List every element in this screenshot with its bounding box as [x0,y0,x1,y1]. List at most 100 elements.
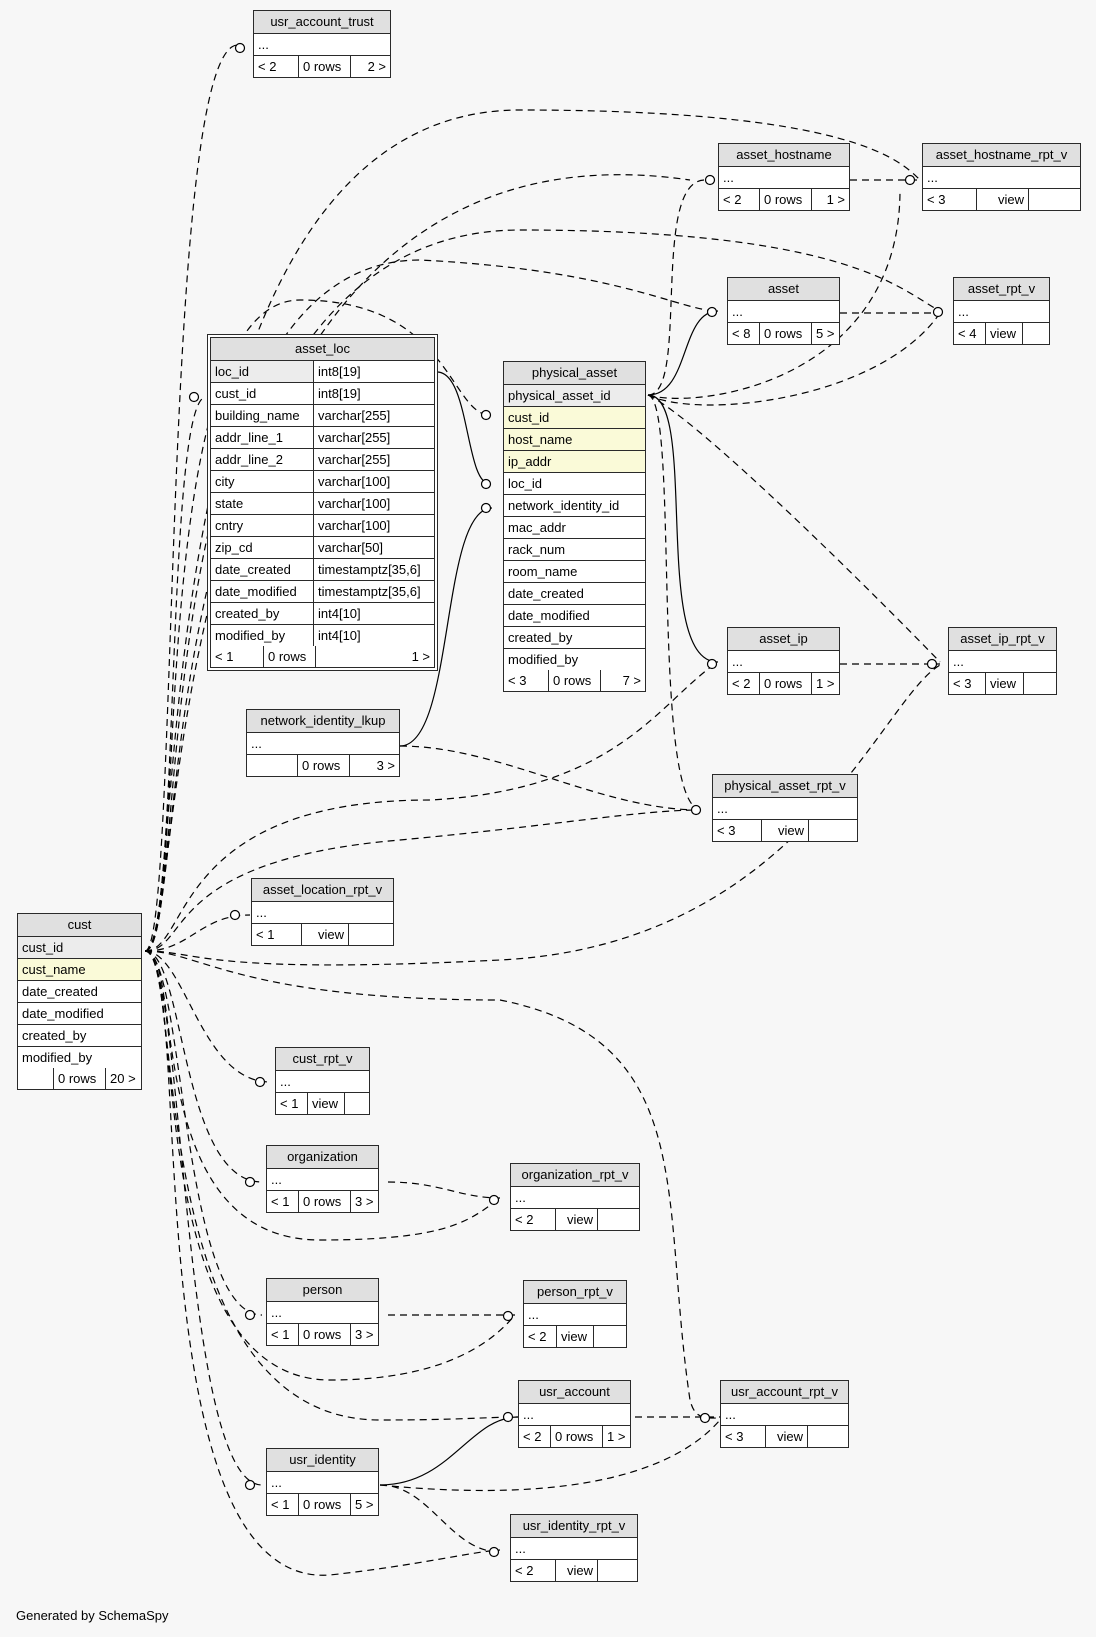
parents-count[interactable]: < 3 [953,676,972,691]
column-name[interactable]: cust_id [504,407,645,428]
children-count[interactable]: 7 > [600,670,645,691]
parents-count[interactable]: < 1 [271,1327,290,1342]
table-organization_rpt_v[interactable]: organization_rpt_v ... < 2 view [510,1163,640,1231]
table-title[interactable]: asset [728,278,839,301]
table-title[interactable]: organization_rpt_v [511,1164,639,1187]
column-name[interactable]: host_name [504,429,645,450]
table-title[interactable]: person_rpt_v [524,1281,626,1304]
column-name[interactable]: modified_by [215,628,286,643]
column-row[interactable]: room_name [504,561,645,583]
children-count[interactable]: 1 > [811,189,849,210]
column-name[interactable]: zip_cd [215,540,253,555]
table-usr_account_trust[interactable]: usr_account_trust ... < 2 0 rows 2 > [253,10,391,78]
children-count[interactable]: 5 > [350,1494,378,1515]
table-usr_identity_rpt_v[interactable]: usr_identity_rpt_v ... < 2 view [510,1514,638,1582]
parents-count[interactable]: < 1 [256,927,275,942]
column-name[interactable]: date_modified [508,608,590,623]
column-name[interactable]: date_created [508,586,584,601]
column-name[interactable]: mac_addr [508,520,566,535]
table-asset_ip_rpt_v[interactable]: asset_ip_rpt_v ... < 3 view [948,627,1057,695]
parents-count[interactable]: < 2 [523,1429,542,1444]
parents-count[interactable]: < 3 [725,1429,744,1444]
table-physical_asset_rpt_v[interactable]: physical_asset_rpt_v ... < 3 view [712,774,858,842]
table-usr_account[interactable]: usr_account ... < 2 0 rows 1 > [518,1380,631,1448]
column-name[interactable]: cust_id [215,386,257,401]
column-name[interactable]: state [215,496,244,511]
column-row[interactable]: date_modified [18,1003,141,1025]
table-title[interactable]: usr_account_rpt_v [721,1381,848,1404]
table-title[interactable]: organization [267,1146,378,1169]
table-title[interactable]: person [267,1279,378,1302]
parents-count[interactable]: < 1 [280,1096,299,1111]
column-name[interactable]: loc_id [211,361,313,382]
column-name[interactable]: created_by [508,630,573,645]
column-name[interactable]: room_name [508,564,578,579]
column-name[interactable]: physical_asset_id [504,385,645,406]
parents-count[interactable]: < 2 [258,59,277,74]
children-count[interactable]: 5 > [811,323,839,344]
children-count[interactable]: 1 > [811,673,839,694]
table-usr_account_rpt_v[interactable]: usr_account_rpt_v ... < 3 view [720,1380,849,1448]
column-name[interactable]: network_identity_id [508,498,620,513]
table-usr_identity[interactable]: usr_identity ... < 1 0 rows 5 > [266,1448,379,1516]
parents-count[interactable]: < 1 [271,1194,290,1209]
column-row[interactable]: date_modified [504,605,645,627]
column-row[interactable]: cust_id [18,937,141,959]
generated-by-footer[interactable]: Generated by SchemaSpy [16,1608,169,1623]
table-asset[interactable]: asset ... < 8 0 rows 5 > [727,277,840,345]
column-name[interactable]: city [215,474,235,489]
table-title[interactable]: cust_rpt_v [276,1048,369,1071]
parents-count[interactable]: < 1 [215,649,234,664]
table-title[interactable]: asset_loc [211,338,434,361]
table-title[interactable]: network_identity_lkup [247,710,399,733]
table-asset_hostname_rpt_v[interactable]: asset_hostname_rpt_v ... < 3 view [922,143,1081,211]
column-row[interactable]: cust_id [504,407,645,429]
table-title[interactable]: asset_ip_rpt_v [949,628,1056,651]
column-row[interactable]: modified_by [504,649,645,670]
column-row[interactable]: cust_name [18,959,141,981]
column-row[interactable]: ip_addr [504,451,645,473]
column-row[interactable]: loc_id [504,473,645,495]
column-row[interactable]: mac_addr [504,517,645,539]
children-count[interactable]: 20 > [105,1068,141,1089]
column-name[interactable]: cntry [215,518,244,533]
column-name[interactable]: date_created [22,984,98,999]
table-person[interactable]: person ... < 1 0 rows 3 > [266,1278,379,1346]
column-row[interactable]: created_by [18,1025,141,1047]
children-count[interactable]: 3 > [350,1191,378,1212]
column-name[interactable]: date_created [215,562,291,577]
table-title[interactable]: usr_account_trust [254,11,390,34]
column-name[interactable]: addr_line_1 [215,430,283,445]
column-row[interactable]: host_name [504,429,645,451]
table-title[interactable]: physical_asset [504,362,645,385]
column-name[interactable]: modified_by [22,1050,93,1065]
column-name[interactable]: created_by [22,1028,87,1043]
table-person_rpt_v[interactable]: person_rpt_v ... < 2 view [523,1280,627,1348]
table-title[interactable]: usr_identity_rpt_v [511,1515,637,1538]
column-row[interactable]: physical_asset_id [504,385,645,407]
table-title[interactable]: asset_rpt_v [954,278,1049,301]
children-count[interactable]: 2 > [350,56,390,77]
column-name[interactable]: created_by [215,606,280,621]
column-name[interactable]: ip_addr [504,451,645,472]
children-count[interactable]: 1 > [602,1426,630,1447]
column-row[interactable]: created_by [504,627,645,649]
table-title[interactable]: asset_hostname [719,144,849,167]
table-title[interactable]: asset_ip [728,628,839,651]
column-name[interactable]: rack_num [508,542,566,557]
table-organization[interactable]: organization ... < 1 0 rows 3 > [266,1145,379,1213]
table-asset_hostname[interactable]: asset_hostname ... < 2 0 rows 1 > [718,143,850,211]
children-count[interactable]: 3 > [350,1324,378,1345]
parents-count[interactable]: < 2 [515,1563,534,1578]
parents-count[interactable]: < 3 [717,823,736,838]
